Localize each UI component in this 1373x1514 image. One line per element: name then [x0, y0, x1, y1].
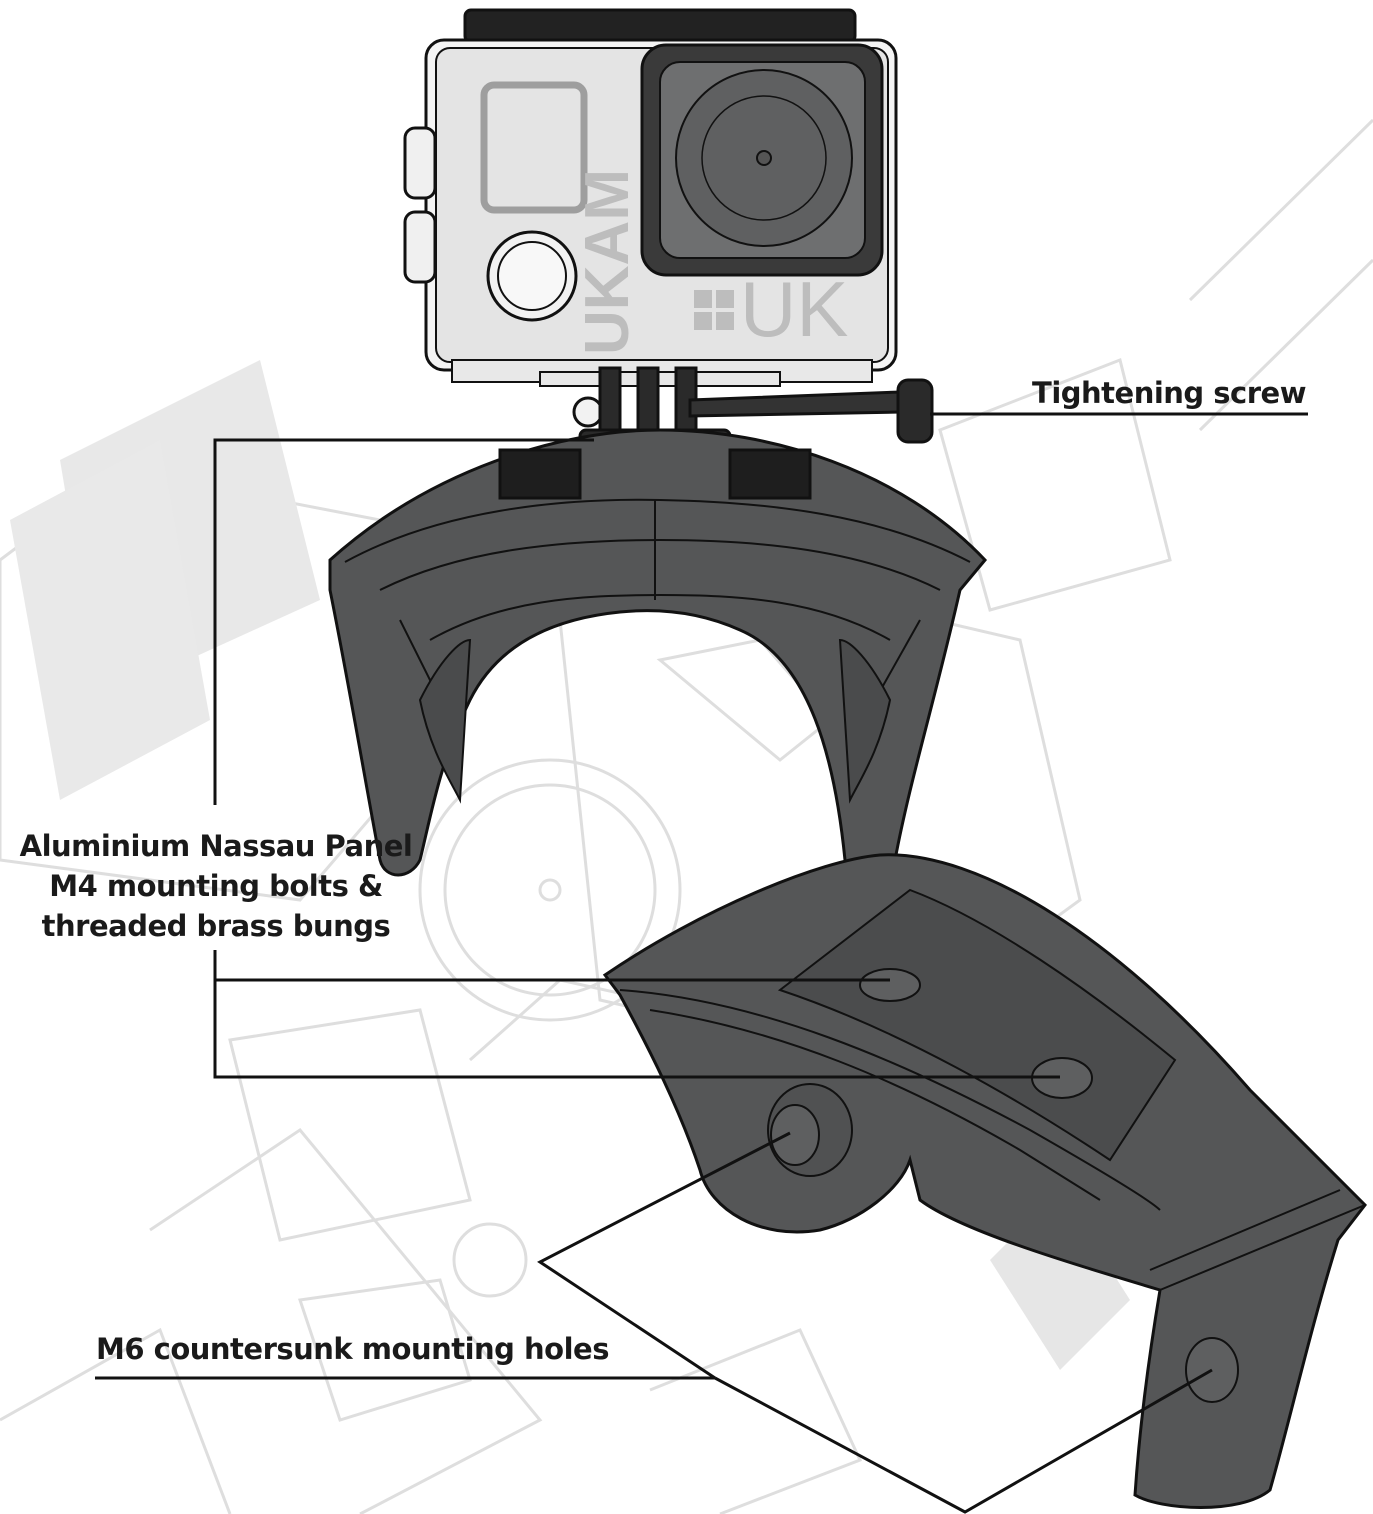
camera-logo: UKAM UK: [573, 169, 848, 355]
leader-lines: [95, 412, 1308, 1514]
leader-hole-to-right-mount: [714, 1368, 1213, 1514]
nassau-panel-label: Aluminium Nassau Panel M4 mounting bolts…: [0, 826, 432, 946]
camera-logo-front: UK: [740, 265, 848, 353]
leader-nassau-top: [213, 438, 594, 805]
nassau-panel-line-2: M4 mounting bolts &: [49, 869, 383, 903]
mounting-holes-label: M6 countersunk mounting holes: [96, 1332, 609, 1366]
panel-mount: [602, 853, 1367, 1509]
camera-logo-vertical: UKAM: [573, 169, 642, 355]
nassau-panel-line-3: threaded brass bungs: [41, 909, 391, 943]
leader-m4-bolt-2: [213, 980, 1060, 1079]
handlebar-mount: [328, 428, 988, 877]
background-camera-art: [0, 118, 1373, 1514]
tightening-screw-label: Tightening screw: [1032, 376, 1306, 410]
leader-hole-to-left-mount: [537, 1131, 791, 1380]
camera-icon: [403, 8, 898, 387]
nassau-panel-line-1: Aluminium Nassau Panel: [19, 829, 413, 863]
